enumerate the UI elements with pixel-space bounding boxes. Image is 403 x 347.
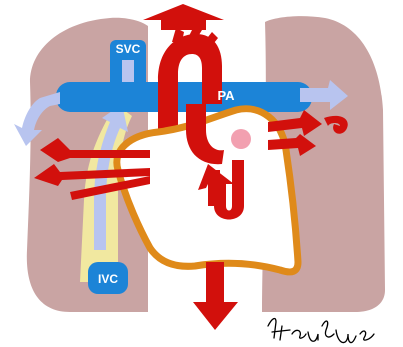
pulmonary-artery-bar — [56, 82, 312, 112]
pink-spot — [231, 129, 251, 149]
signature-icon — [268, 319, 374, 343]
arrow-down-icon — [193, 302, 238, 330]
ivc-label: IVC — [98, 272, 118, 286]
descending-aorta — [206, 262, 224, 302]
ventricle-loop-arrow-base — [208, 170, 220, 206]
svc-label: SVC — [116, 42, 141, 56]
pa-label: PA — [217, 88, 235, 103]
arrow-up-icon — [143, 4, 224, 30]
